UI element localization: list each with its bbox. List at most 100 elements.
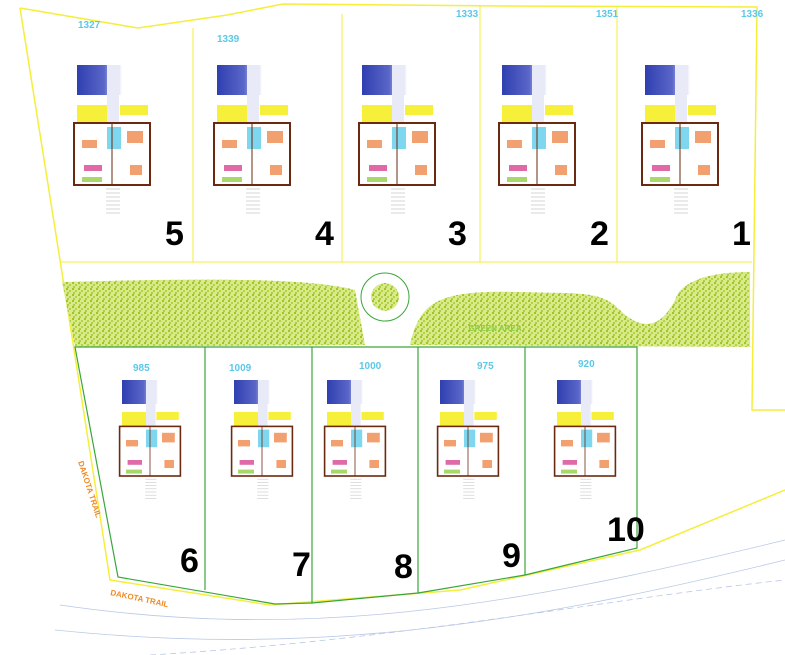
plot-4[interactable]: 1339 4: [213, 34, 334, 253]
plot-number: 9: [502, 537, 521, 575]
terrace: [688, 105, 716, 115]
plot-number: 4: [315, 215, 334, 253]
terrace: [260, 105, 288, 115]
walkway: [146, 380, 156, 436]
room: [367, 432, 380, 443]
walkway: [392, 65, 404, 135]
bottom-plot-lines: [74, 346, 638, 605]
plot-area-label: 1351: [596, 9, 619, 20]
walkway: [675, 65, 687, 135]
site-boundary: [19, 3, 785, 606]
stair-core: [146, 429, 158, 448]
walkway: [247, 65, 259, 135]
room: [274, 432, 287, 443]
room: [552, 131, 568, 143]
villa-floorplan: [73, 65, 151, 214]
room: [507, 140, 522, 148]
room: [652, 165, 670, 171]
road: [54, 539, 785, 655]
room: [82, 140, 97, 148]
room: [164, 460, 174, 468]
roundabout-center: [371, 283, 399, 311]
top-plot-lines: [60, 5, 752, 263]
terrace: [122, 412, 146, 427]
walkway: [464, 380, 474, 436]
room: [222, 140, 237, 148]
terrace: [405, 105, 433, 115]
plot-area-label: 1336: [741, 9, 764, 20]
room: [650, 140, 665, 148]
plot-area-label: 975: [477, 361, 494, 372]
plot-area-label: 1339: [217, 34, 240, 45]
walkway: [107, 65, 119, 135]
room: [127, 131, 143, 143]
room: [224, 165, 242, 171]
room: [482, 460, 492, 468]
room: [599, 460, 609, 468]
room: [480, 432, 493, 443]
green-area: [62, 272, 750, 347]
terrace: [77, 105, 107, 123]
plot-area-label: 985: [133, 363, 150, 374]
road-label-west: DAKOTA TRAIL: [76, 460, 103, 519]
room: [126, 469, 142, 474]
room: [270, 165, 282, 175]
room: [561, 440, 573, 447]
room: [415, 165, 427, 175]
terrace: [557, 412, 581, 427]
terrace: [234, 412, 258, 427]
room: [367, 140, 382, 148]
plot-10[interactable]: 920 10: [553, 359, 645, 549]
plot-number: 8: [394, 548, 413, 586]
room: [238, 469, 254, 474]
terrace: [502, 105, 532, 123]
room: [276, 460, 286, 468]
villa-floorplan: [118, 380, 182, 499]
room: [369, 460, 379, 468]
terrace: [268, 412, 291, 420]
plot-9[interactable]: 975 9: [436, 361, 521, 575]
room: [555, 165, 567, 175]
villa-floorplan: [358, 65, 436, 214]
terrace: [327, 412, 351, 427]
villa-floorplan: [230, 380, 294, 499]
room: [509, 165, 527, 171]
villa-floorplan: [553, 380, 617, 499]
stair-core: [581, 429, 593, 448]
room: [444, 440, 456, 447]
plot-area-label: 920: [578, 359, 595, 370]
villa-floorplan: [436, 380, 500, 499]
terrace: [545, 105, 573, 115]
room: [445, 460, 460, 465]
room: [267, 131, 283, 143]
plot-area-label: 1009: [229, 363, 252, 374]
terrace: [156, 412, 179, 420]
room: [650, 177, 670, 182]
room: [130, 165, 142, 175]
stair-core: [675, 127, 689, 149]
room: [331, 440, 343, 447]
room: [561, 469, 577, 474]
room: [162, 432, 175, 443]
terrace: [217, 105, 247, 123]
terrace: [591, 412, 614, 420]
villa-floorplan: [498, 65, 576, 214]
terrace: [120, 105, 148, 115]
room: [84, 165, 102, 171]
room: [238, 440, 250, 447]
green-area-label: GREEN AREA: [468, 324, 521, 333]
room: [331, 469, 347, 474]
walkway: [351, 380, 361, 436]
villa-floorplan: [641, 65, 719, 214]
villa-floorplan: [213, 65, 291, 214]
room: [695, 131, 711, 143]
plot-number: 10: [607, 511, 645, 549]
